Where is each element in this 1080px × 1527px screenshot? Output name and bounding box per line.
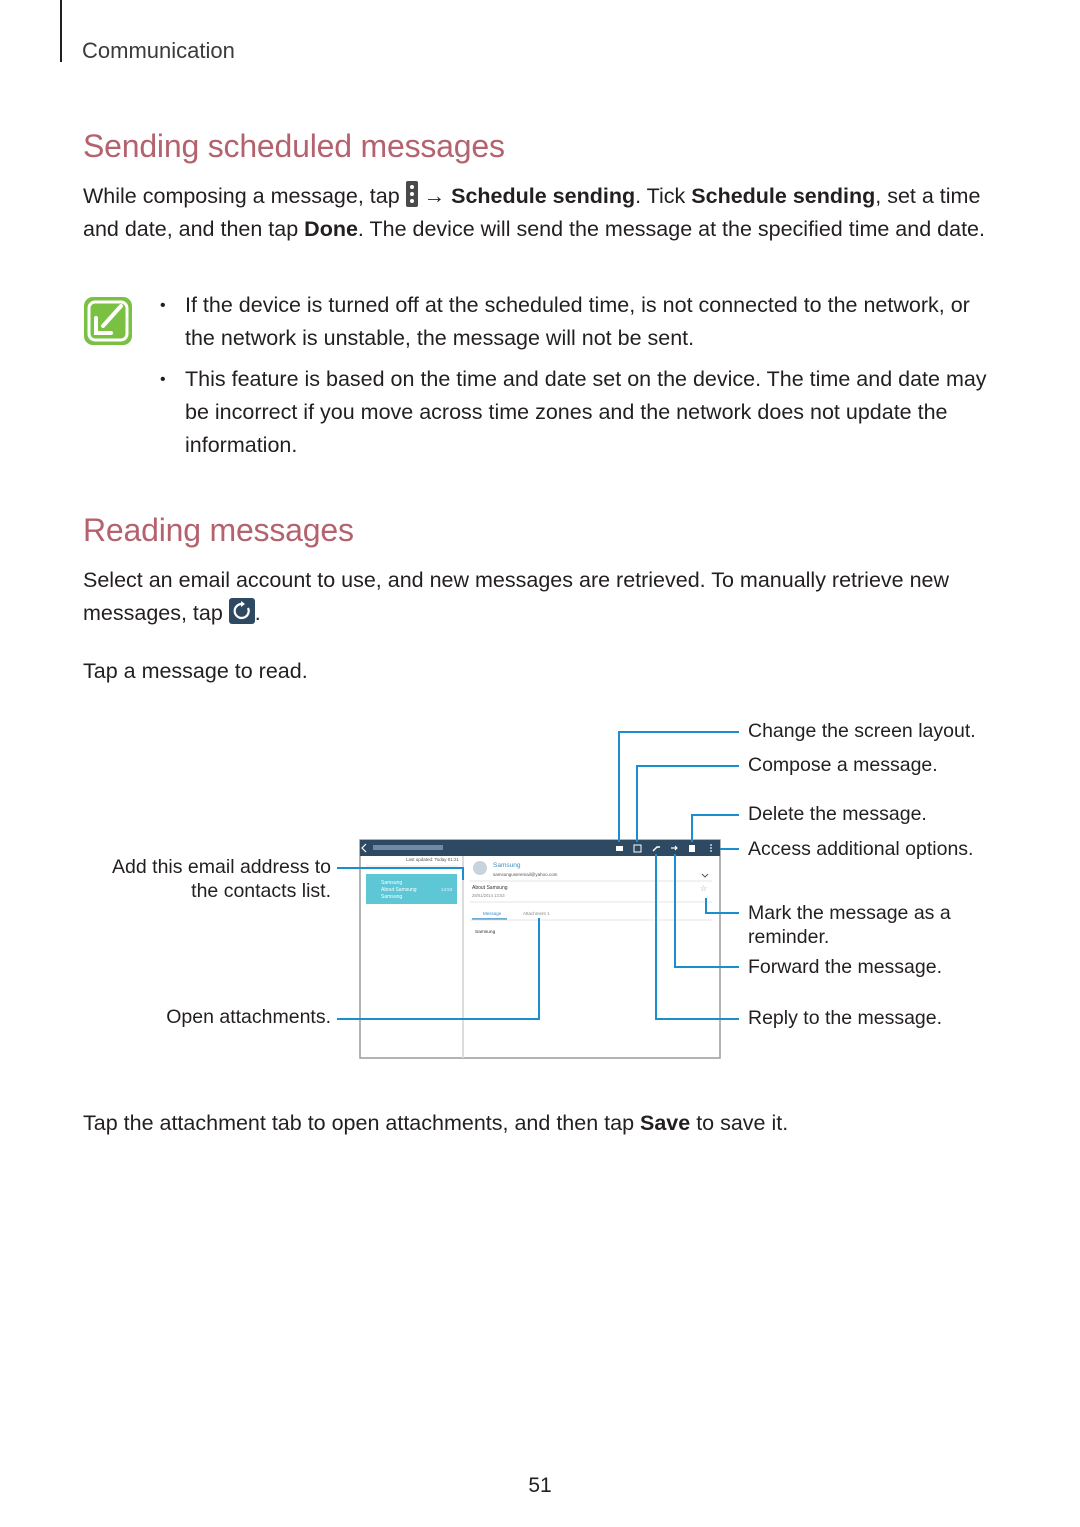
refresh-icon [228, 598, 255, 624]
heading-scheduled-messages: Sending scheduled messages [83, 128, 505, 164]
note-item: If the device is turned off at the sched… [160, 289, 990, 355]
callout-forward: Forward the message. [748, 956, 943, 978]
callout-reply: Reply to the message. [748, 1007, 943, 1029]
note-list: If the device is turned off at the sched… [160, 289, 990, 470]
screen-sender-name: Samsung [493, 862, 521, 869]
section-divider [60, 0, 62, 62]
section-label: Communication [82, 38, 235, 63]
page-number: 51 [528, 1474, 552, 1497]
screen-list-item[interactable] [366, 874, 457, 904]
svg-text:Samsung: Samsung [381, 894, 402, 900]
callout-mark-reminder: Mark the message as a [748, 902, 951, 924]
callout-add-contact: Add this email address to [112, 856, 331, 878]
callout-change-layout: Change the screen layout. [748, 720, 976, 742]
email-screen-figure: Last updated: Today 01:21 Samsung About … [337, 731, 739, 1059]
callout-more-options: Access additional options. [748, 838, 974, 860]
callout-leaders [337, 731, 739, 1020]
screen-tab-message[interactable]: Message [483, 911, 502, 916]
callout-delete: Delete the message. [748, 803, 927, 825]
note-item: This feature is based on the time and da… [160, 363, 990, 462]
reading-instruction: Tap a message to read. [83, 659, 308, 683]
note-icon [84, 297, 132, 345]
callout-mark-reminder-2: reminder. [748, 926, 830, 948]
callout-add-contact-2: the contacts list. [191, 880, 331, 902]
screen-tab-attachment[interactable]: Attachment 1 [523, 911, 550, 916]
heading-reading-messages: Reading messages [83, 512, 354, 548]
scheduled-intro: While composing a message, tap → Schedul… [83, 180, 993, 246]
screen-body: Samsung [475, 929, 496, 935]
more-options-icon [405, 181, 418, 207]
svg-text:Samsung: Samsung [381, 880, 402, 886]
screen-star-icon[interactable]: ☆ [700, 884, 707, 893]
screen-sender-email: samsunguseremail@yahoo.com [493, 872, 558, 877]
callout-open-attachments: Open attachments. [166, 1006, 331, 1028]
screen-last-updated: Last updated: Today 01:21 [406, 857, 459, 862]
callout-compose: Compose a message. [748, 754, 938, 776]
screen-date: 28/01/2014 13:53 [472, 893, 505, 898]
svg-text:About Samsung: About Samsung [381, 887, 417, 893]
reading-intro: Select an email account to use, and new … [83, 568, 950, 625]
svg-text:14:53: 14:53 [441, 887, 453, 892]
screen-subject: About Samsung [472, 885, 508, 891]
reading-outro: Tap the attachment tab to open attachmen… [83, 1111, 789, 1135]
